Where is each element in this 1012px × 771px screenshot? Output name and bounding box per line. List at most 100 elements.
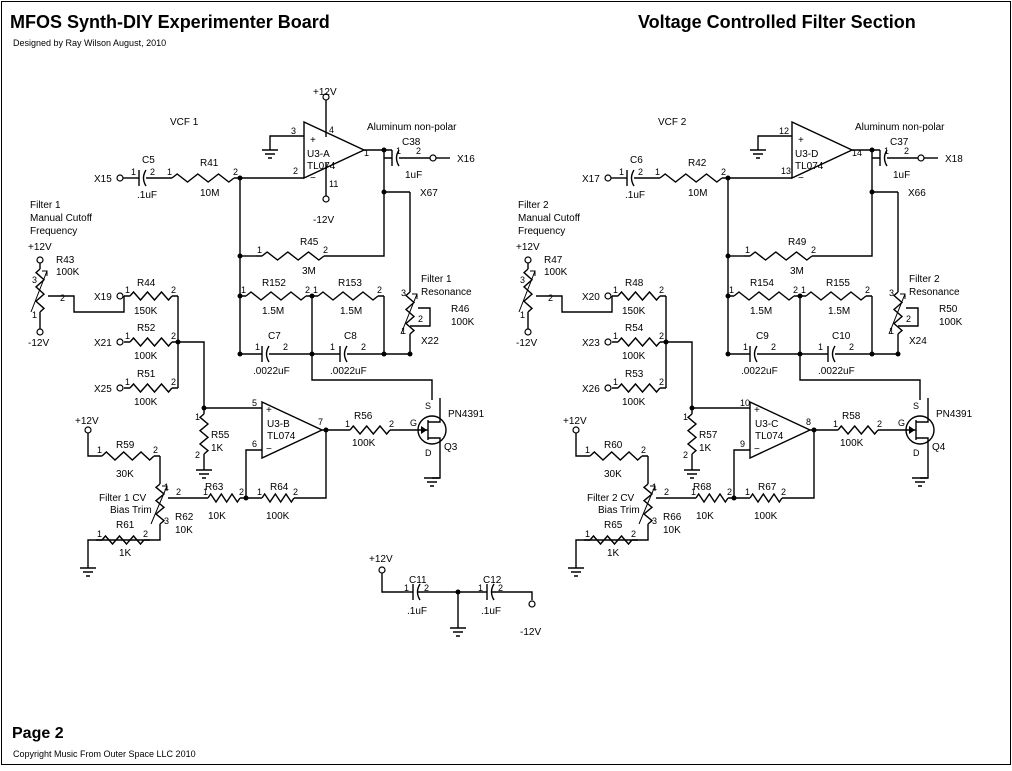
- cv1-net-label: X19: [94, 292, 112, 303]
- pin-number: 2: [171, 285, 176, 295]
- section-title: Voltage Controlled Filter Section: [638, 12, 916, 32]
- cap-b-label: C10: [832, 331, 851, 342]
- cv2-resistor-value: 100K: [622, 351, 646, 362]
- pin-number: 1: [396, 146, 401, 156]
- pin-number: 11: [329, 179, 338, 189]
- trim-top-resistor-value: 30K: [604, 469, 622, 480]
- cv2-net-label: X21: [94, 338, 112, 349]
- input-resistor: [654, 173, 728, 183]
- trim-bottom-resistor-label: R65: [604, 520, 623, 531]
- res-pot-subtitle: Resonance: [421, 287, 472, 298]
- res-pot-value: 100K: [451, 317, 475, 328]
- pin-number: 7: [318, 417, 323, 427]
- pin-number: 3: [652, 516, 657, 526]
- jfet-type: PN4391: [448, 409, 485, 420]
- pin-number: 2: [305, 285, 310, 295]
- pin-number: 14: [852, 148, 862, 158]
- pin-number: 2: [153, 445, 158, 455]
- pin-number: 1: [613, 331, 618, 341]
- pin-number: 1: [125, 285, 130, 295]
- plus12-terminal: [84, 426, 92, 434]
- out-resistor-value: 100K: [352, 438, 376, 449]
- resonance-pot-arrow: [888, 293, 906, 335]
- output-net-label: X16: [457, 154, 475, 165]
- pin-number: 2: [239, 487, 244, 497]
- res-a: [240, 291, 312, 301]
- pin-number: 1: [164, 482, 169, 492]
- pin-number: 1: [345, 419, 350, 429]
- cv3-resistor-value: 100K: [134, 397, 158, 408]
- res-b: [800, 291, 872, 301]
- cv2-terminal: [604, 338, 612, 346]
- trim-bottom-resistor-value: 1K: [607, 548, 620, 559]
- minus12-terminal: [528, 600, 536, 608]
- trim-title: Filter 1 CV: [99, 493, 147, 504]
- res-pot-value: 100K: [939, 317, 963, 328]
- trim-top-resistor: [584, 451, 648, 461]
- bias-resistor-value: 10K: [696, 511, 714, 522]
- pin-number: 3: [32, 275, 37, 285]
- cv2-resistor: [612, 336, 666, 348]
- jfet-arrow: [909, 426, 915, 434]
- pin-number: 1: [691, 487, 696, 497]
- jfet-gate-label: G: [410, 418, 417, 428]
- res-a-label: R152: [262, 278, 286, 289]
- fb-resistor: [256, 251, 330, 261]
- minus-sign: −: [310, 173, 316, 184]
- pin-number: 3: [291, 126, 296, 136]
- cv1-terminal: [116, 292, 124, 300]
- res-b-value: 1.5M: [828, 306, 850, 317]
- trim-top-resistor-label: R59: [116, 440, 135, 451]
- res-b: [312, 291, 384, 301]
- fb-resistor-value: 3M: [302, 266, 316, 277]
- pin-number: 2: [877, 419, 882, 429]
- gnd-resistor-value: 1K: [699, 443, 712, 454]
- output-terminal: [429, 154, 437, 162]
- input-resistor-value: 10M: [200, 188, 219, 199]
- svg-text:2: 2: [498, 583, 503, 593]
- manual-pot-subtitle: Manual Cutoff: [518, 213, 580, 224]
- bias-resistor-value: 10K: [208, 511, 226, 522]
- output-cap-value: 1uF: [893, 170, 910, 181]
- cv2-terminal: [116, 338, 124, 346]
- pin-number: 1: [313, 285, 318, 295]
- pin-number: 2: [906, 314, 911, 324]
- cv1-net-label: X20: [582, 292, 600, 303]
- plus12-terminal: [572, 426, 580, 434]
- pin-number: 1: [652, 482, 657, 492]
- junction-dot: [237, 253, 243, 259]
- cv1-resistor: [124, 290, 178, 302]
- pin-number: 1: [743, 342, 748, 352]
- input-cap-value: .1uF: [137, 190, 157, 201]
- pin-number: 1: [613, 377, 618, 387]
- opamp-b-label: U3-C: [755, 419, 778, 430]
- pin-number: 2: [60, 293, 65, 303]
- jfet-drain-label: D: [425, 448, 432, 458]
- cv1-resistor-label: R48: [625, 278, 644, 289]
- pin-number: 1: [255, 342, 260, 352]
- junction-dot: [869, 189, 875, 195]
- cap-b-curve: [831, 345, 836, 363]
- manual-pot-arrow: [518, 270, 536, 313]
- manual-pot: [522, 263, 534, 318]
- pin-number: 2: [176, 487, 181, 497]
- fb-resistor-label: R45: [300, 237, 319, 248]
- pin-number: 2: [195, 450, 200, 460]
- trim-subtitle: Bias Trim: [598, 505, 640, 516]
- pin-number: 1: [401, 326, 406, 336]
- pin-number: 2: [171, 377, 176, 387]
- pin-number: 2: [233, 167, 238, 177]
- minus12-terminal: [524, 328, 532, 336]
- manual-pot-label: R47: [544, 255, 563, 266]
- pin-number: 1: [330, 342, 335, 352]
- pin-number: 9: [740, 439, 745, 449]
- pin-number: 1: [32, 310, 37, 320]
- opamp-a: [303, 120, 366, 180]
- plus12-terminal: [378, 566, 386, 574]
- opamp-b: [749, 400, 812, 460]
- c11-value: .1uF: [407, 606, 427, 617]
- pin-number: 2: [904, 146, 909, 156]
- copyright: Copyright Music From Outer Space LLC 201…: [13, 749, 196, 759]
- pin-number: 2: [323, 245, 328, 255]
